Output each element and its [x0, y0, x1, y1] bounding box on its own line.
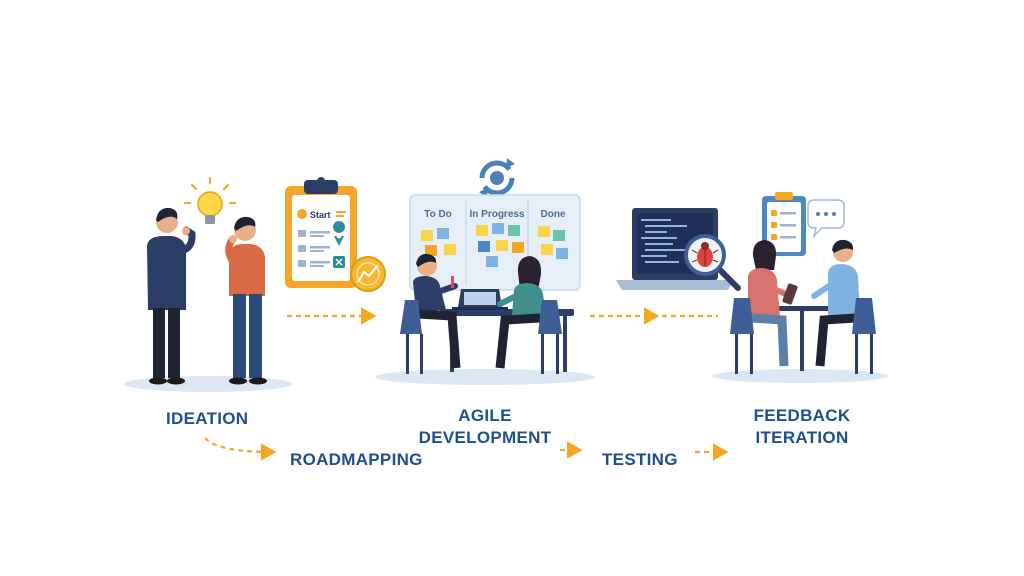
map-pin-icon — [333, 221, 346, 246]
board-column-todo: To Do — [424, 209, 452, 220]
lightbulb-icon — [184, 177, 236, 224]
stage-label-feedback-line1: FEEDBACK — [753, 406, 851, 425]
stage-label-agile-line1: AGILE — [458, 406, 512, 425]
magnifier-icon — [684, 234, 741, 291]
person-thinking-left — [147, 207, 196, 385]
route-icon — [333, 256, 345, 268]
arrow-lower-1 — [204, 437, 277, 461]
board-column-in-progress: In Progress — [469, 209, 524, 220]
stage-label-testing: TESTING — [602, 450, 678, 469]
board-column-done: Done — [541, 209, 566, 220]
ideation-scene — [124, 177, 292, 392]
stage-label-agile: AGILE DEVELOPMENT — [410, 405, 560, 449]
floor-shadow — [124, 376, 292, 392]
checklist-icon — [762, 192, 806, 256]
small-table — [772, 306, 834, 371]
stage-label-roadmapping: ROADMAPPING — [290, 450, 423, 469]
stage-label-agile-line2: DEVELOPMENT — [418, 428, 552, 447]
stage-label-feedback: FEEDBACK ITERATION — [742, 405, 862, 449]
stage-label-feedback-line2: ITERATION — [755, 428, 849, 447]
laptop — [452, 289, 508, 310]
clipboard-title: Start — [310, 210, 331, 220]
bug-icon — [691, 242, 719, 267]
agile-scene: To Do In Progress Done — [375, 158, 595, 385]
chat-bubble-icon — [807, 199, 845, 239]
sticky-notes — [421, 223, 568, 267]
floor-shadow — [712, 369, 888, 383]
kanban-board: To Do In Progress Done — [409, 194, 581, 291]
person-feedback-left — [730, 240, 798, 374]
sync-icon — [479, 158, 515, 198]
stage-label-ideation: IDEATION — [166, 409, 249, 428]
floor-shadow — [375, 369, 595, 385]
coin-icon — [350, 256, 386, 292]
person-developer-right — [495, 256, 562, 374]
person-feedback-right — [811, 239, 876, 374]
feedback-scene — [712, 192, 888, 383]
person-thinking-right — [225, 216, 267, 385]
flow-arrows — [204, 307, 729, 461]
clipboard-icon: Start — [285, 177, 357, 288]
testing-scene — [616, 208, 741, 291]
roadmapping-scene: Start — [285, 177, 386, 292]
person-developer-left — [400, 253, 461, 374]
